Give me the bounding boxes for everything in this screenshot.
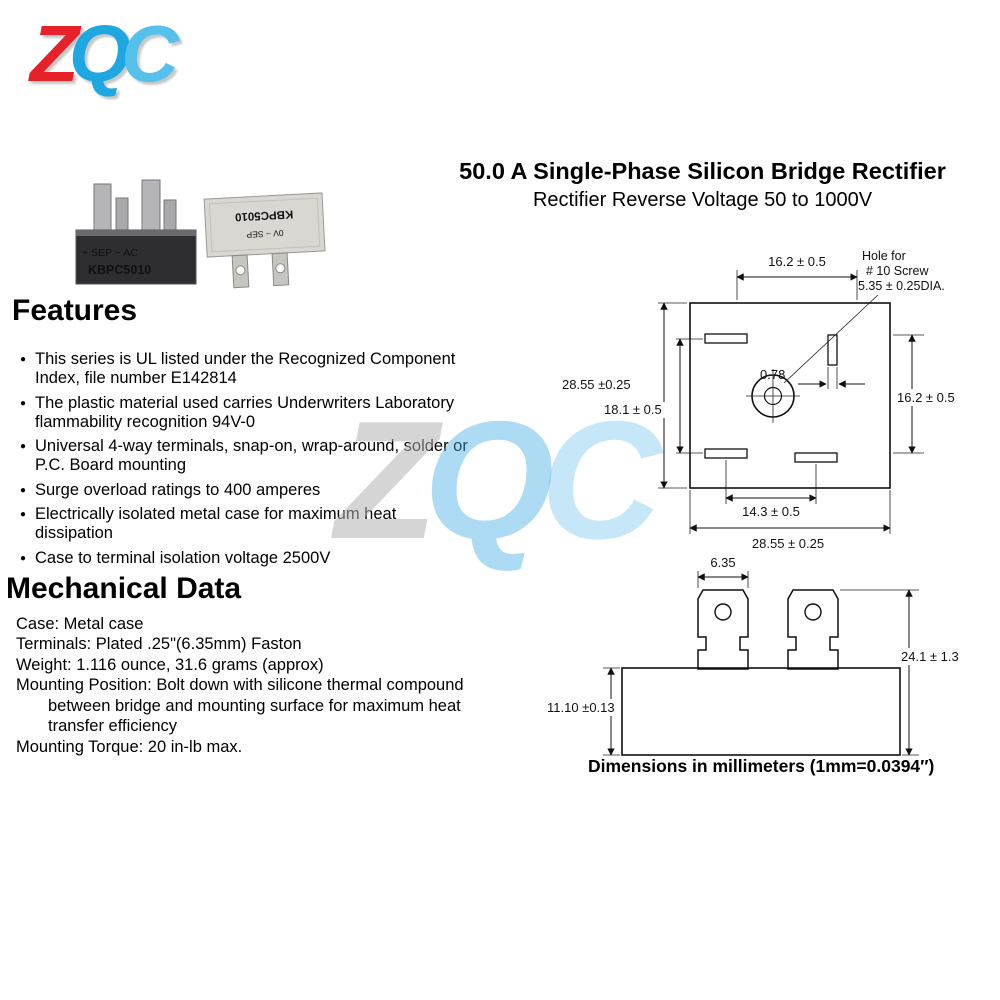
logo-letter-q: Q	[68, 9, 131, 98]
mechanical-line: Weight: 1.116 ounce, 31.6 grams (approx)	[16, 655, 324, 674]
dimension-label: 6.35	[710, 555, 735, 570]
dimensions-note: Dimensions in millimeters (1mm=0.0394″)	[588, 756, 935, 776]
feature-text: Surge overload ratings to 400 amperes	[35, 480, 321, 499]
mechanical-data-list: Case: Metal case Terminals: Plated .25"(…	[16, 614, 482, 757]
feature-text: This series is UL listed under the Recog…	[35, 350, 456, 388]
list-item: ● Electrically isolated metal case for ma…	[20, 505, 472, 544]
logo-letter-c: C	[121, 9, 179, 98]
features-heading: Features	[12, 294, 138, 327]
front-marking-top: + SEP ~ AC	[82, 247, 138, 259]
mechanical-line: Mounting Position: Bolt down with silico…	[16, 676, 464, 736]
features-list: ● This series is UL listed under the Reco…	[20, 350, 472, 573]
list-item: ● This series is UL listed under the Reco…	[20, 350, 472, 389]
top-view-drawing: 16.2 ± 0.5 Hole for # 10 Screw 5.35 ± 0.…	[562, 249, 970, 551]
list-item: ● Case to terminal isolation voltage 2500…	[20, 549, 472, 568]
dimension-label: 0.78	[760, 367, 785, 382]
rectifier-body	[75, 229, 197, 285]
dimension-label: 11.10 ±0.13	[547, 700, 615, 715]
dimension-label: 16.2 ± 0.5	[897, 390, 955, 405]
top-marking-small: 0V ~ SEP	[246, 228, 284, 240]
rectifier-body	[203, 192, 326, 258]
bullet-icon: ●	[20, 484, 27, 496]
logo-letter-z: Z	[30, 9, 79, 98]
package-outline	[689, 302, 891, 489]
bullet-icon: ●	[20, 354, 27, 365]
dimension-label: 28.55 ±0.25	[562, 377, 631, 392]
bullet-icon: ●	[20, 441, 27, 453]
mechanical-line: Terminals: Plated .25"(6.35mm) Faston	[16, 635, 302, 654]
side-view-drawing: 6.35 24.1 ± 1.3 11.10 ±0.13	[545, 555, 979, 756]
bullet-icon: ●	[20, 397, 27, 409]
terminal-slot	[827, 334, 838, 366]
feature-text: Electrically isolated metal case for max…	[35, 505, 397, 543]
terminal-slot	[704, 448, 748, 459]
terminal-tab	[163, 199, 177, 233]
dimension-label: 24.1 ± 1.3	[901, 649, 959, 664]
front-marking-model: KBPC5010	[88, 263, 151, 277]
feature-text: The plastic material used carries Underw…	[35, 393, 455, 431]
list-item: ● The plastic material used carries Under…	[20, 394, 472, 433]
faston-terminal	[697, 589, 749, 670]
list-item: ● Universal 4-way terminals, snap-on, wra…	[20, 437, 472, 476]
leader-line	[783, 294, 879, 384]
hole-note: 5.35 ± 0.25DIA.	[858, 279, 945, 293]
dimension-label: 14.3 ± 0.5	[742, 504, 800, 519]
top-marking-model: KBPC5010	[235, 208, 294, 223]
bullet-icon: ●	[20, 509, 27, 521]
dimension-label: 16.2 ± 0.5	[768, 254, 826, 269]
terminal-slot	[704, 333, 748, 344]
rectifier-top-photo: KBPC5010 0V ~ SEP	[203, 192, 326, 289]
terminal-tab	[115, 197, 129, 233]
terminal-tab	[141, 179, 161, 233]
page-title: 50.0 A Single-Phase Silicon Bridge Recti…	[459, 158, 946, 184]
list-item: ● Surge overload ratings to 400 amperes	[20, 481, 472, 500]
case-outline	[621, 667, 901, 756]
feature-text: Case to terminal isolation voltage 2500V	[35, 548, 331, 567]
mechanical-line: Mounting Torque: 20 in-lb max.	[16, 737, 243, 756]
rectifier-front-photo: + SEP ~ AC KBPC5010	[75, 179, 197, 285]
feature-text: Universal 4-way terminals, snap-on, wrap…	[35, 437, 468, 475]
dimension-label: 18.1 ± 0.5	[604, 402, 662, 417]
faston-terminal	[787, 589, 839, 670]
bullet-icon: ●	[20, 552, 27, 564]
product-photos: + SEP ~ AC KBPC5010 KBPC5010 0V ~ SEP	[75, 179, 326, 289]
page-subtitle: Rectifier Reverse Voltage 50 to 1000V	[532, 189, 873, 211]
terminal-tab	[93, 183, 112, 233]
brand-logo: ZQC	[30, 14, 179, 94]
terminal-slot	[794, 452, 838, 463]
hole-note: # 10 Screw	[866, 264, 930, 278]
dimension-label: 28.55 ± 0.25	[752, 536, 824, 551]
mechanical-line: Case: Metal case	[16, 615, 144, 633]
mechanical-data-heading: Mechanical Data	[6, 572, 242, 605]
hole-note: Hole for	[862, 249, 906, 263]
